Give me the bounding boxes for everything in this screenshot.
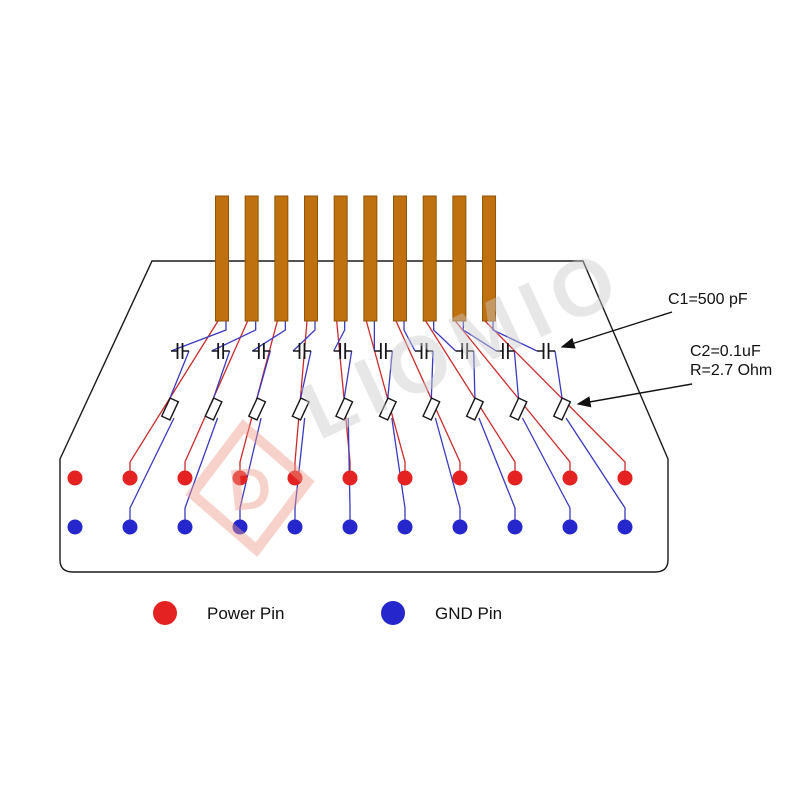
gnd-trace-seg1 — [433, 321, 457, 352]
power-pad — [397, 470, 413, 486]
annotation-group: C1=500 pF C2=0.1uF R=2.7 Ohm — [560, 291, 772, 408]
connector-pin — [482, 195, 497, 322]
gnd-trace-seg1 — [492, 321, 538, 352]
annotation-r: R=2.7 Ohm — [690, 362, 772, 379]
logo-letter: D — [226, 455, 274, 524]
resistor-symbol — [509, 397, 528, 421]
capacitor-symbol — [455, 343, 474, 359]
gnd-pad — [342, 519, 358, 535]
gnd-pad — [562, 519, 578, 535]
connector-pin — [333, 195, 348, 322]
connector-pin — [452, 195, 467, 322]
gnd-trace-seg1 — [333, 321, 346, 352]
gnd-trace-seg2 — [513, 350, 520, 399]
gnd-trace-seg2 — [430, 350, 434, 399]
gnd-pad — [397, 519, 413, 535]
power-pad — [507, 470, 523, 486]
power-pad — [287, 470, 303, 486]
power-pad — [342, 470, 358, 486]
gnd-pad — [122, 519, 138, 535]
power-pad — [232, 470, 248, 486]
gnd-pad — [232, 519, 248, 535]
legend-gnd-label: GND Pin — [435, 604, 502, 623]
power-pad — [67, 470, 83, 486]
pad-layer — [67, 470, 633, 535]
annotation-c1: C1=500 pF — [668, 291, 748, 308]
gnd-pad — [507, 519, 523, 535]
connector-pin — [393, 195, 408, 322]
gnd-pad — [452, 519, 468, 535]
connector-pin — [274, 195, 289, 322]
annotation-c2: C2=0.1uF — [690, 343, 761, 360]
power-pad — [452, 470, 468, 486]
connector-pin — [215, 195, 229, 322]
gnd-trace-seg2 — [473, 350, 476, 399]
resistor-symbol — [247, 397, 267, 421]
connector-pin — [422, 195, 437, 322]
board-outline — [59, 260, 669, 573]
legend-power-label: Power Pin — [207, 604, 284, 623]
resistor-symbol — [378, 397, 398, 421]
gnd-pad — [67, 519, 83, 535]
capacitor-symbol — [374, 343, 393, 359]
gnd-trace-seg1 — [403, 321, 416, 352]
pin-layer — [215, 195, 497, 322]
capacitor-symbol — [293, 343, 312, 359]
power-pad — [617, 470, 633, 486]
component-layer — [160, 343, 572, 421]
gnd-pad — [287, 519, 303, 535]
capacitor-symbol — [415, 343, 434, 359]
connector-pin — [304, 195, 319, 322]
resistor-symbol — [160, 397, 180, 421]
leader-arrow-c1 — [560, 311, 673, 349]
capacitor-symbol — [171, 343, 189, 359]
gnd-pad — [177, 519, 193, 535]
power-pad — [122, 470, 138, 486]
capacitor-symbol — [537, 343, 556, 359]
resistor-symbol — [291, 397, 310, 421]
leader-arrow-c2 — [576, 383, 693, 408]
gnd-trace-seg1 — [170, 321, 227, 352]
legend-power-dot — [153, 601, 177, 625]
capacitor-symbol — [252, 343, 271, 359]
gnd-trace-seg2 — [212, 350, 231, 399]
gnd-trace-seg2 — [169, 350, 190, 399]
capacitor-symbol — [211, 343, 230, 359]
resistor-symbol — [552, 397, 572, 421]
connector-pin — [363, 195, 378, 322]
logo-watermark: D — [185, 419, 315, 557]
gnd-trace-seg2 — [256, 350, 271, 399]
gnd-trace-seg1 — [211, 321, 257, 352]
power-pad — [177, 470, 193, 486]
gnd-trace-seg2 — [343, 350, 353, 399]
connector-pin — [244, 195, 259, 322]
resistor-symbol — [335, 397, 354, 421]
resistor-symbol — [465, 397, 485, 421]
gnd-trace-seg2 — [387, 350, 393, 399]
power-pad — [562, 470, 578, 486]
gnd-trace-seg2 — [300, 350, 312, 399]
gnd-pad — [617, 519, 633, 535]
logo-diamond — [185, 419, 315, 557]
resistor-symbol — [204, 397, 223, 421]
capacitor-symbol — [333, 343, 352, 359]
gnd-trace-seg2 — [554, 350, 563, 399]
legend: Power Pin GND Pin — [153, 601, 502, 625]
gnd-trace-seg1 — [462, 321, 497, 352]
capacitor-symbol — [496, 343, 515, 359]
resistor-symbol — [422, 397, 441, 421]
legend-gnd-dot — [381, 601, 405, 625]
